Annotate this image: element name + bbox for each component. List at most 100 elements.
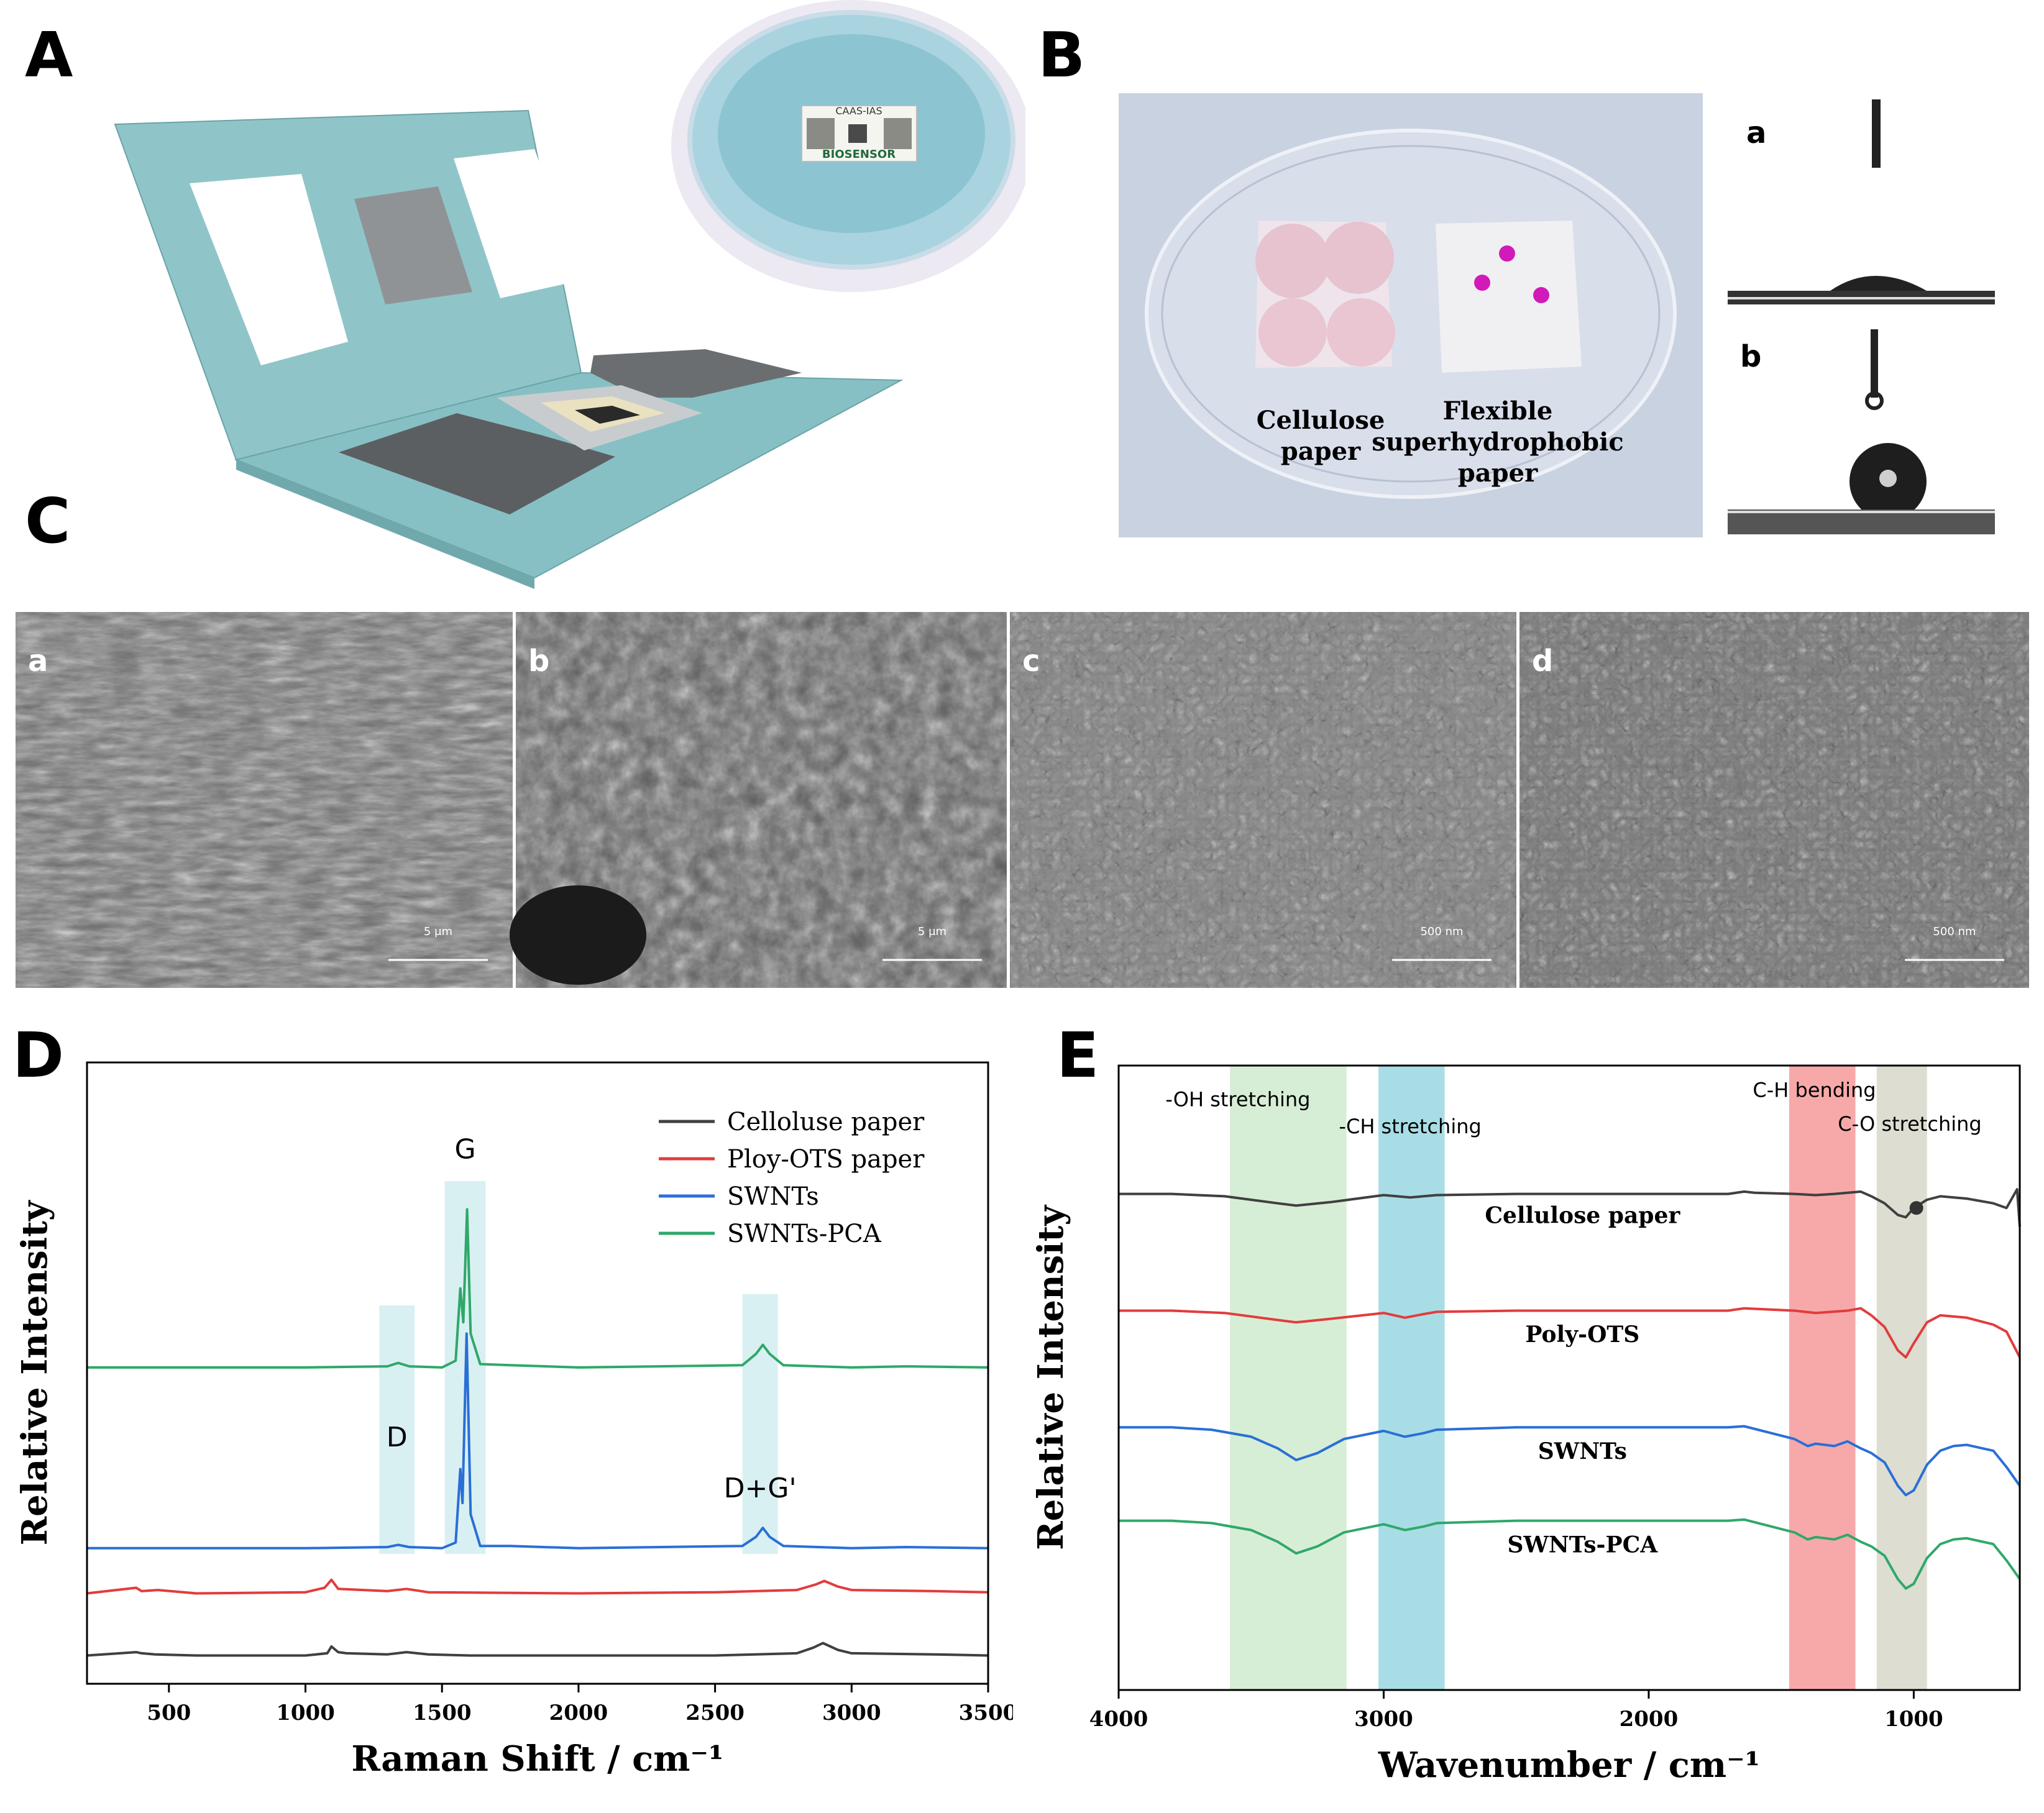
sem-tile-letter: a <box>28 644 48 678</box>
hanging-droplet <box>1865 391 1884 410</box>
marker-dot <box>1909 1201 1923 1215</box>
panel-b-photos: Cellulose paper Flexible superhydrophobi… <box>1119 93 1995 537</box>
needle-icon <box>1871 329 1878 398</box>
scale-bar-label: 500 nm <box>1420 925 1463 938</box>
flexible-paper-label-2: superhydrophobic <box>1372 427 1623 457</box>
series-line <box>1119 1188 2021 1227</box>
y-axis-label: Relative Intensity <box>1030 1205 1071 1550</box>
band <box>1876 1066 1927 1690</box>
series-line <box>1119 1425 2021 1497</box>
cover-window-right <box>454 149 584 298</box>
contact-angle-inset-b: b <box>1728 329 1995 534</box>
x-tick-label: 2000 <box>1620 1707 1679 1732</box>
cellulose-paper-label-2: paper <box>1281 437 1361 466</box>
substrate-b <box>1728 509 1995 534</box>
series-line <box>1119 1518 2021 1590</box>
scale-bar-label: 5 μm <box>424 925 452 938</box>
panel-label-c: C <box>25 485 71 557</box>
y-axis-label: Relative Intensity <box>14 1200 55 1545</box>
band <box>1789 1066 1856 1690</box>
series-line <box>1119 1307 2021 1359</box>
chip-center <box>848 124 867 143</box>
petri-dish-rim <box>1161 145 1661 483</box>
series-line <box>86 1578 989 1595</box>
legend-label: SWNTs <box>727 1182 819 1211</box>
chip-top-label: CAAS-IAS <box>835 105 882 117</box>
sem-tile-a <box>16 612 513 988</box>
peak-label: D <box>387 1422 408 1453</box>
band <box>1378 1066 1445 1690</box>
scale-bar-label: 500 nm <box>1933 925 1976 938</box>
chip-bottom-label: BIOSENSOR <box>822 148 896 161</box>
device-illustration: CAAS-IAS BIOSENSOR <box>114 0 1025 589</box>
superhydrophobic-paper-sample <box>1436 221 1582 373</box>
series-label: Cellulose paper <box>1485 1203 1680 1229</box>
series-label: SWNTs <box>1538 1438 1627 1464</box>
chip-electrode-right <box>884 118 912 149</box>
panel-label-e: E <box>1056 1019 1099 1092</box>
legend-label: Celloluse paper <box>727 1108 925 1136</box>
sem-tile-letter: d <box>1532 644 1553 678</box>
highlight-band <box>379 1305 415 1554</box>
x-axis-label: Raman Shift / cm⁻¹ <box>351 1738 723 1779</box>
highlight-band <box>742 1294 778 1554</box>
x-tick-label: 3500 <box>959 1701 1013 1725</box>
inset-a-label: a <box>1746 116 1766 150</box>
flexible-paper-label-3: paper <box>1458 459 1538 488</box>
peak-label: G <box>455 1134 476 1166</box>
paper-base-edge <box>236 460 534 589</box>
droplet-highlight <box>1879 470 1897 487</box>
flat-droplet <box>1830 276 1927 291</box>
legend-label: SWNTs-PCA <box>727 1220 882 1248</box>
x-tick-label: 3000 <box>1354 1707 1413 1732</box>
cover-electrode-patch <box>354 186 472 304</box>
contact-angle-inset-a: a <box>1728 99 1995 304</box>
x-tick-label: 2500 <box>685 1701 745 1725</box>
droplet <box>1474 275 1490 291</box>
legend-label: Ploy-OTS paper <box>727 1145 925 1174</box>
plot-frame <box>86 1061 989 1685</box>
swnt-film <box>575 406 640 424</box>
peak-label: D+G' <box>724 1473 797 1504</box>
band-label: C-O stretching <box>1838 1112 1981 1136</box>
sem-tile-d <box>1519 612 2029 988</box>
x-tick-label: 1500 <box>413 1701 472 1725</box>
series-line <box>87 1332 989 1550</box>
sem-tile-c <box>1010 612 1516 988</box>
droplet <box>1499 245 1515 262</box>
flexible-paper-label-1: Flexible <box>1443 396 1553 426</box>
band-label: -CH stretching <box>1339 1115 1481 1138</box>
panel-label-b: B <box>1038 19 1086 91</box>
needle-icon <box>1872 99 1881 168</box>
cover-window-left <box>190 174 348 365</box>
sem-tile-b <box>510 612 1007 988</box>
x-tick-label: 1000 <box>1884 1707 1943 1732</box>
droplet <box>1533 287 1549 303</box>
series-line <box>86 1642 989 1657</box>
petri-dish-photo: CAAS-IAS BIOSENSOR <box>671 0 1025 292</box>
series-label: SWNTs-PCA <box>1507 1532 1658 1558</box>
cellulose-paper-label-1: Cellulose <box>1257 406 1385 435</box>
series-line <box>87 1208 989 1369</box>
electrode-left <box>339 413 615 514</box>
cellulose-paper-sample <box>1255 221 1395 368</box>
panel-label-d: D <box>12 1019 65 1092</box>
substrate-a-line <box>1728 297 1995 299</box>
sem-tile-letter: b <box>528 644 549 678</box>
band <box>1230 1066 1347 1690</box>
x-tick-label: 4000 <box>1089 1707 1148 1732</box>
scale-bar-label: 5 μm <box>918 925 946 938</box>
plot-frame <box>1117 1064 2021 1691</box>
x-tick-label: 500 <box>147 1701 191 1725</box>
electrode-right <box>590 349 802 398</box>
substrate-b-line <box>1728 511 1995 513</box>
inset-b-label: b <box>1740 339 1761 374</box>
band-label: C-H bending <box>1753 1079 1876 1102</box>
chip-electrode-left <box>807 118 835 149</box>
panel-label-a: A <box>25 19 73 91</box>
x-tick-label: 1000 <box>276 1701 335 1725</box>
x-axis-label: Wavenumber / cm⁻¹ <box>1378 1745 1760 1786</box>
